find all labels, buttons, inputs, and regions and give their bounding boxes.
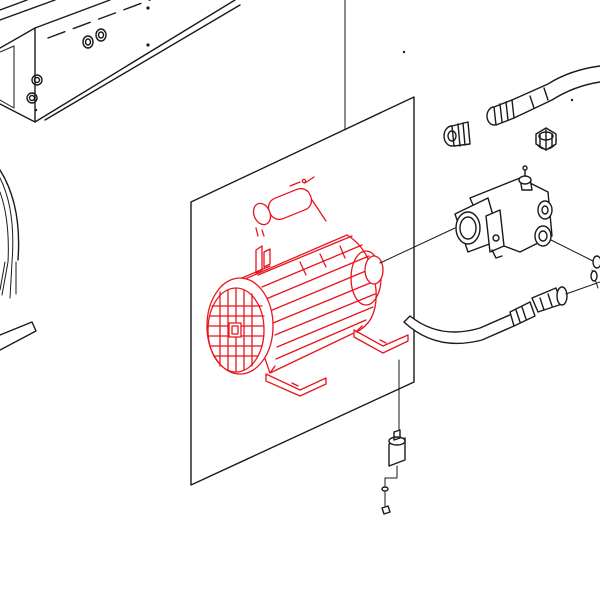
pump-body [454,165,600,289]
suction-hose [403,281,600,345]
capacitor [252,176,327,237]
cable-bundle [0,169,37,351]
motor-mounting-panel [190,96,415,486]
electric-motor [206,234,409,397]
housing-cabinet [0,0,241,123]
shaft-line [379,227,456,264]
pipe-fittings [402,50,600,151]
rubber-mount-assembly [381,359,406,515]
